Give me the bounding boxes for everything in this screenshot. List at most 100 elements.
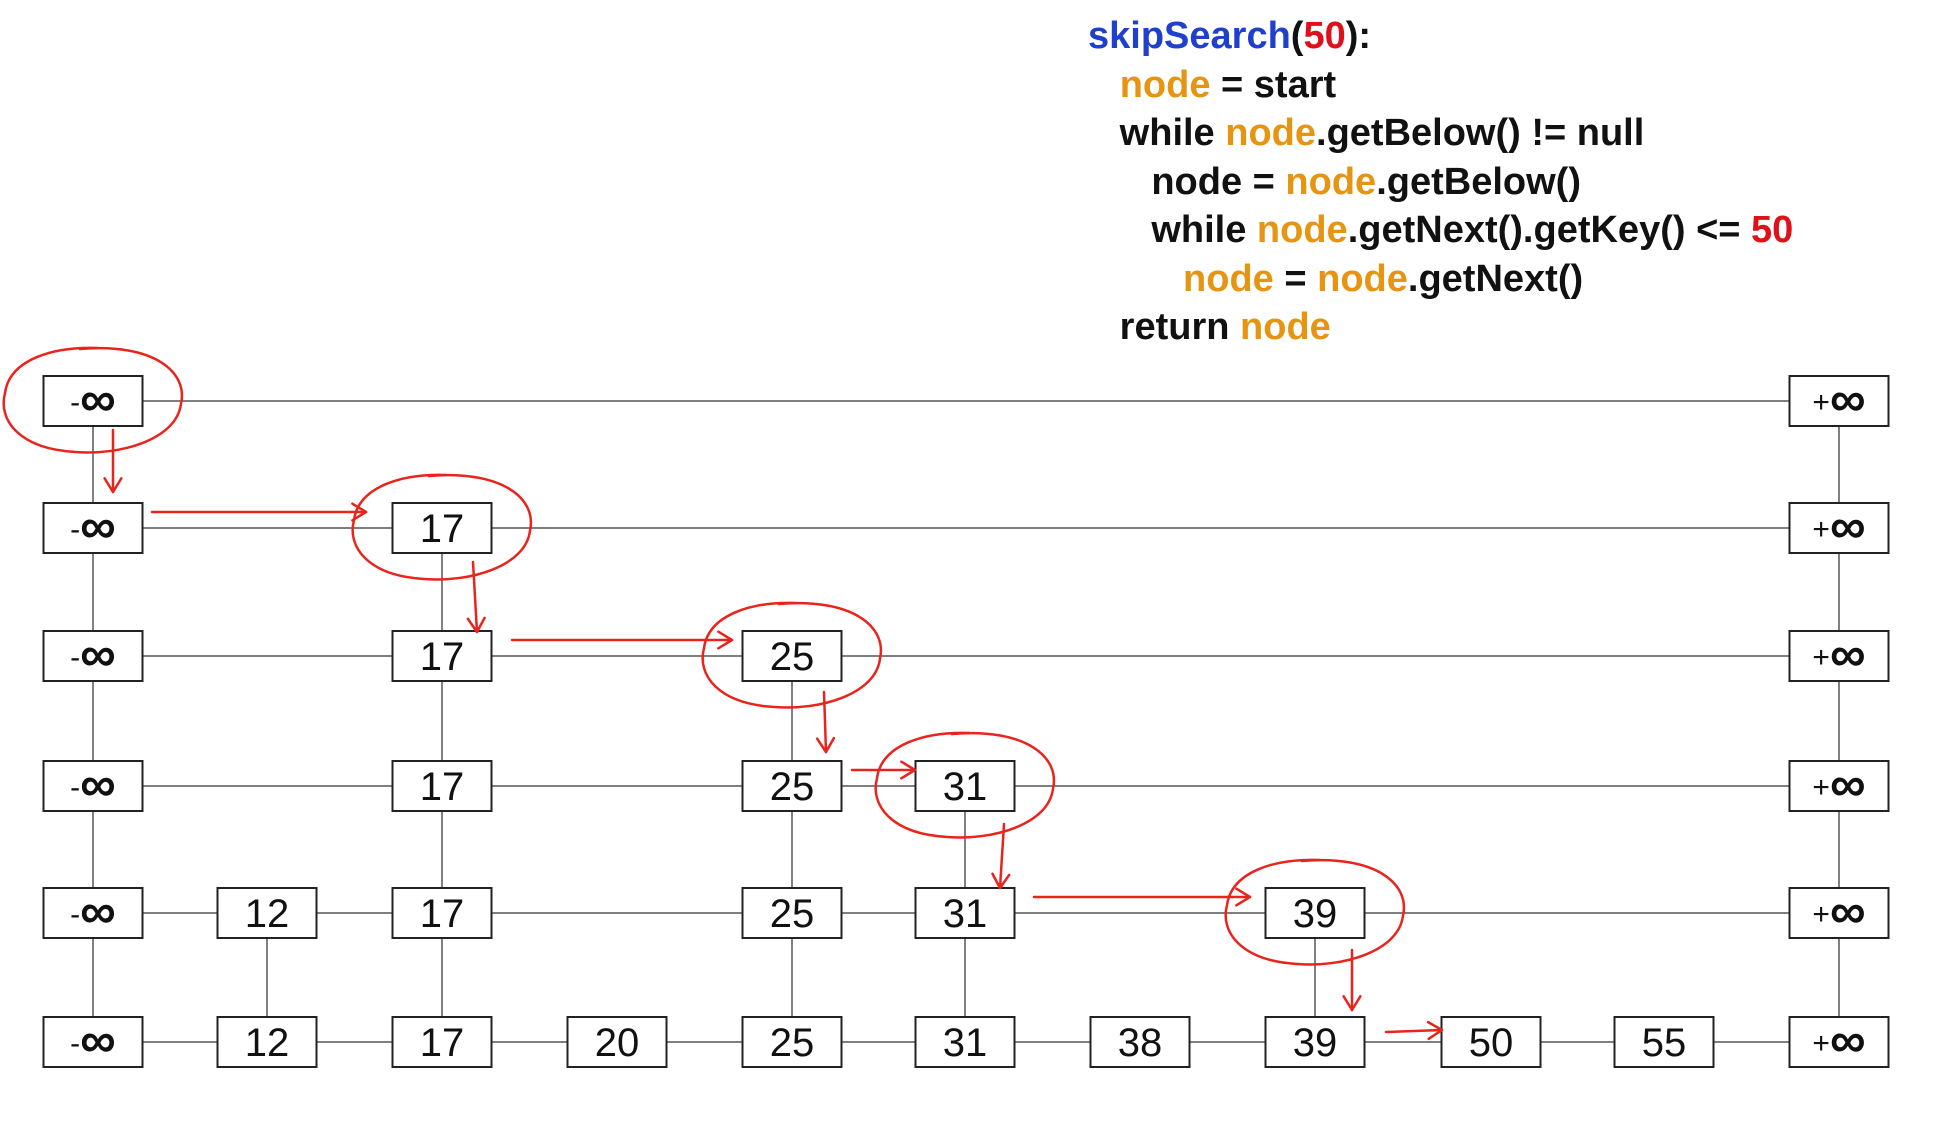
code-token: while (1088, 112, 1226, 154)
node-key: 17 (420, 1021, 465, 1065)
node-key: -∞ (70, 498, 116, 554)
skip-list-node (741, 760, 843, 812)
node-key: +∞ (1812, 498, 1865, 554)
node-key: 25 (770, 765, 815, 809)
code-token: while (1088, 209, 1257, 251)
node-key: -∞ (70, 756, 116, 812)
annotation-arrow (822, 690, 828, 754)
annotation-arrow (471, 560, 479, 634)
node-key: 17 (420, 635, 465, 679)
code-token: .getNext().getKey() <= (1347, 209, 1752, 251)
skip-list-node (566, 1016, 668, 1068)
node-key: 25 (770, 892, 815, 936)
skip-list-node (42, 760, 144, 812)
node-key: 50 (1469, 1021, 1514, 1065)
skip-list-node (914, 887, 1016, 939)
node-key: +∞ (1812, 756, 1865, 812)
code-token: = start (1210, 63, 1337, 106)
annotation-arrowhead (103, 477, 123, 494)
code-token: node (1285, 160, 1377, 203)
annotation-circle (701, 601, 883, 709)
node-key: +∞ (1812, 371, 1865, 427)
node-key: -∞ (70, 371, 116, 427)
node-key: 25 (770, 635, 815, 679)
annotation-arrowhead (1235, 887, 1252, 907)
skip-list-node (1264, 1016, 1366, 1068)
code-token: .getBelow() (1376, 160, 1581, 203)
node-key: 31 (943, 892, 988, 936)
skip-list-node (1788, 887, 1890, 939)
node-key: +∞ (1812, 626, 1865, 682)
code-token: 50 (1751, 209, 1794, 251)
skip-list-node (216, 1016, 318, 1068)
skip-list-node (216, 887, 318, 939)
node-key: 39 (1293, 1021, 1338, 1065)
code-token: node (1119, 63, 1211, 106)
annotation-arrowhead (900, 760, 917, 780)
annotation-arrow (998, 822, 1006, 890)
node-key: 20 (595, 1021, 640, 1065)
code-token: = (1273, 257, 1318, 300)
skip-list-node (42, 375, 144, 427)
node-key: +∞ (1812, 1012, 1865, 1068)
code-line: return node (1088, 303, 1793, 352)
node-key: -∞ (70, 883, 116, 939)
node-key: 31 (943, 1021, 988, 1065)
node-key: 25 (770, 1021, 815, 1065)
code-token: node = (1088, 160, 1286, 203)
skip-list-node (741, 1016, 843, 1068)
skip-list-node (1788, 630, 1890, 682)
code-token: return (1088, 306, 1241, 348)
code-line: node = start (1088, 61, 1793, 110)
node-key: 38 (1118, 1021, 1163, 1065)
annotation-circle (2, 346, 184, 454)
skip-list-node (1788, 375, 1890, 427)
skip-list-node (1613, 1016, 1715, 1068)
skip-list-node (42, 887, 144, 939)
skip-list-node (391, 502, 493, 554)
code-token: ( (1290, 15, 1304, 57)
annotation-circle (874, 731, 1056, 839)
code-token: ): (1345, 15, 1372, 57)
skip-list-node (1264, 887, 1366, 939)
skip-list-node (914, 1016, 1016, 1068)
skip-list-node (42, 1016, 144, 1068)
skip-list-node (741, 887, 843, 939)
node-key: 12 (245, 1021, 290, 1065)
annotation-arrow (1384, 1028, 1444, 1034)
annotation-circle (351, 473, 533, 581)
skip-list-node (1788, 1016, 1890, 1068)
code-line: while node.getNext().getKey() <= 50 (1088, 206, 1793, 255)
node-key: 17 (420, 892, 465, 936)
node-key: 17 (420, 765, 465, 809)
node-key: 17 (420, 507, 465, 551)
node-key: +∞ (1812, 883, 1865, 939)
code-token: node (1225, 112, 1317, 154)
annotation-arrowhead (1426, 1020, 1444, 1041)
code-line: skipSearch(50): (1088, 12, 1793, 61)
node-key: -∞ (70, 626, 116, 682)
skip-list-node (1089, 1016, 1191, 1068)
node-key: 31 (943, 765, 988, 809)
node-key: -∞ (70, 1012, 116, 1068)
code-line: node = node.getBelow() (1088, 158, 1793, 207)
code-token: 50 (1303, 15, 1346, 57)
skip-list-node (741, 630, 843, 682)
code-line: while node.getBelow() != null (1088, 109, 1793, 158)
code-token: skipSearch (1088, 15, 1291, 57)
code-line: node = node.getNext() (1088, 255, 1793, 304)
pseudocode-block: skipSearch(50): node = start while node.… (1088, 12, 1793, 352)
code-token: node (1317, 257, 1408, 300)
annotation-arrowhead (1342, 995, 1362, 1012)
annotation-arrowhead (466, 616, 486, 634)
skip-list-node (391, 1016, 493, 1068)
code-token: node (1240, 306, 1331, 348)
code-token: node (1183, 257, 1274, 300)
skip-list-node (391, 630, 493, 682)
skip-list-node (42, 502, 144, 554)
skip-list-node (1788, 502, 1890, 554)
annotation-arrowhead (815, 736, 836, 754)
node-key: 55 (1642, 1021, 1687, 1065)
